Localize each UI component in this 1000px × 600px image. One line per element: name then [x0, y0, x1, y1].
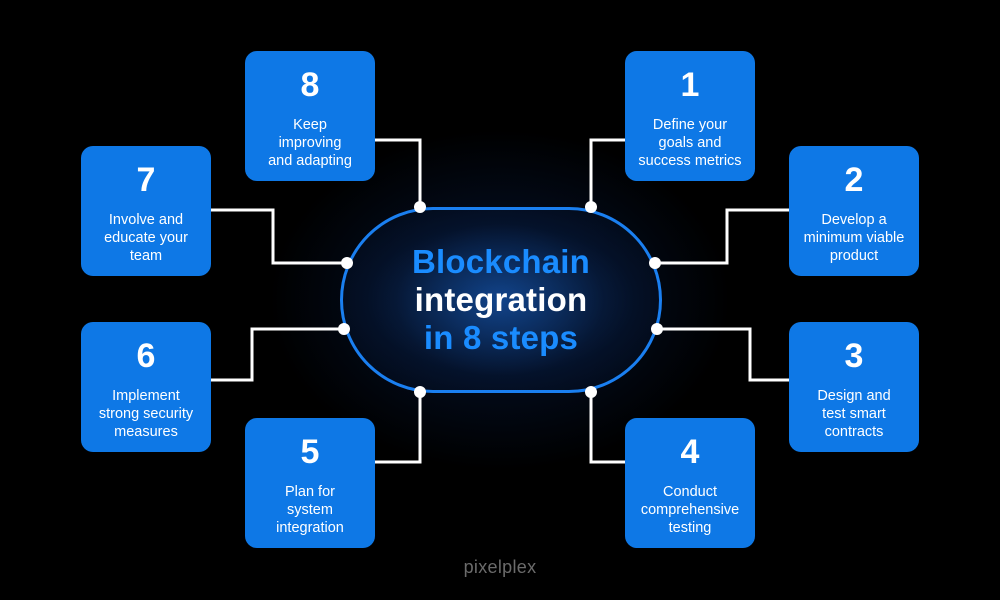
center-title-pill: Blockchain integration in 8 steps [340, 207, 662, 393]
step-label: Define your goals and success metrics [638, 117, 742, 169]
connector-step-4 [589, 392, 625, 464]
connector-dot-1 [585, 201, 597, 213]
step-3-box: 3 Design and test smart contracts [789, 322, 919, 452]
connector-dot-6 [338, 323, 350, 335]
step-label: Develop a minimum viable product [803, 212, 905, 264]
step-label: Design and test smart contracts [817, 388, 891, 440]
step-number: 4 [680, 433, 700, 471]
step-1-box: 1 Define your goals and success metrics [625, 51, 755, 181]
step-label: Implement strong security measures [98, 388, 194, 440]
step-number: 3 [844, 337, 864, 375]
step-number: 2 [844, 161, 864, 199]
step-label: Keep improving and adapting [268, 117, 352, 169]
title-line-3: in 8 steps [423, 319, 579, 356]
connector-step-8 [375, 138, 422, 207]
connector-dot-4 [585, 386, 597, 398]
step-label: Plan for system integration [276, 484, 344, 536]
connector-dot-3 [651, 323, 663, 335]
step-8-box: 8 Keep improving and adapting [245, 51, 375, 181]
connector-dot-2 [649, 257, 661, 269]
step-4-box: 4 Conduct comprehensive testing [625, 418, 755, 548]
connector-step-1 [589, 138, 625, 207]
title-line-2: integration [414, 281, 588, 318]
step-7-box: 7 Involve and educate your team [81, 146, 211, 276]
connector-step-2 [655, 208, 789, 265]
step-number: 1 [680, 66, 700, 104]
step-label: Conduct comprehensive testing [640, 484, 740, 536]
step-number: 7 [136, 161, 156, 199]
connector-step-5 [375, 392, 422, 464]
step-number: 8 [300, 66, 320, 104]
connector-dot-7 [341, 257, 353, 269]
brand-logo: pixelplex [463, 557, 537, 577]
step-number: 5 [300, 433, 320, 471]
step-2-box: 2 Develop a minimum viable product [789, 146, 919, 276]
step-6-box: 6 Implement strong security measures [81, 322, 211, 452]
title-line-1: Blockchain [411, 243, 591, 280]
connector-dot-5 [414, 386, 426, 398]
connector-step-6 [211, 327, 344, 382]
step-5-box: 5 Plan for system integration [245, 418, 375, 548]
connector-dot-8 [414, 201, 426, 213]
connector-step-7 [211, 208, 347, 265]
step-label: Involve and educate your team [104, 212, 188, 264]
connector-step-3 [657, 327, 789, 382]
step-number: 6 [136, 337, 156, 375]
